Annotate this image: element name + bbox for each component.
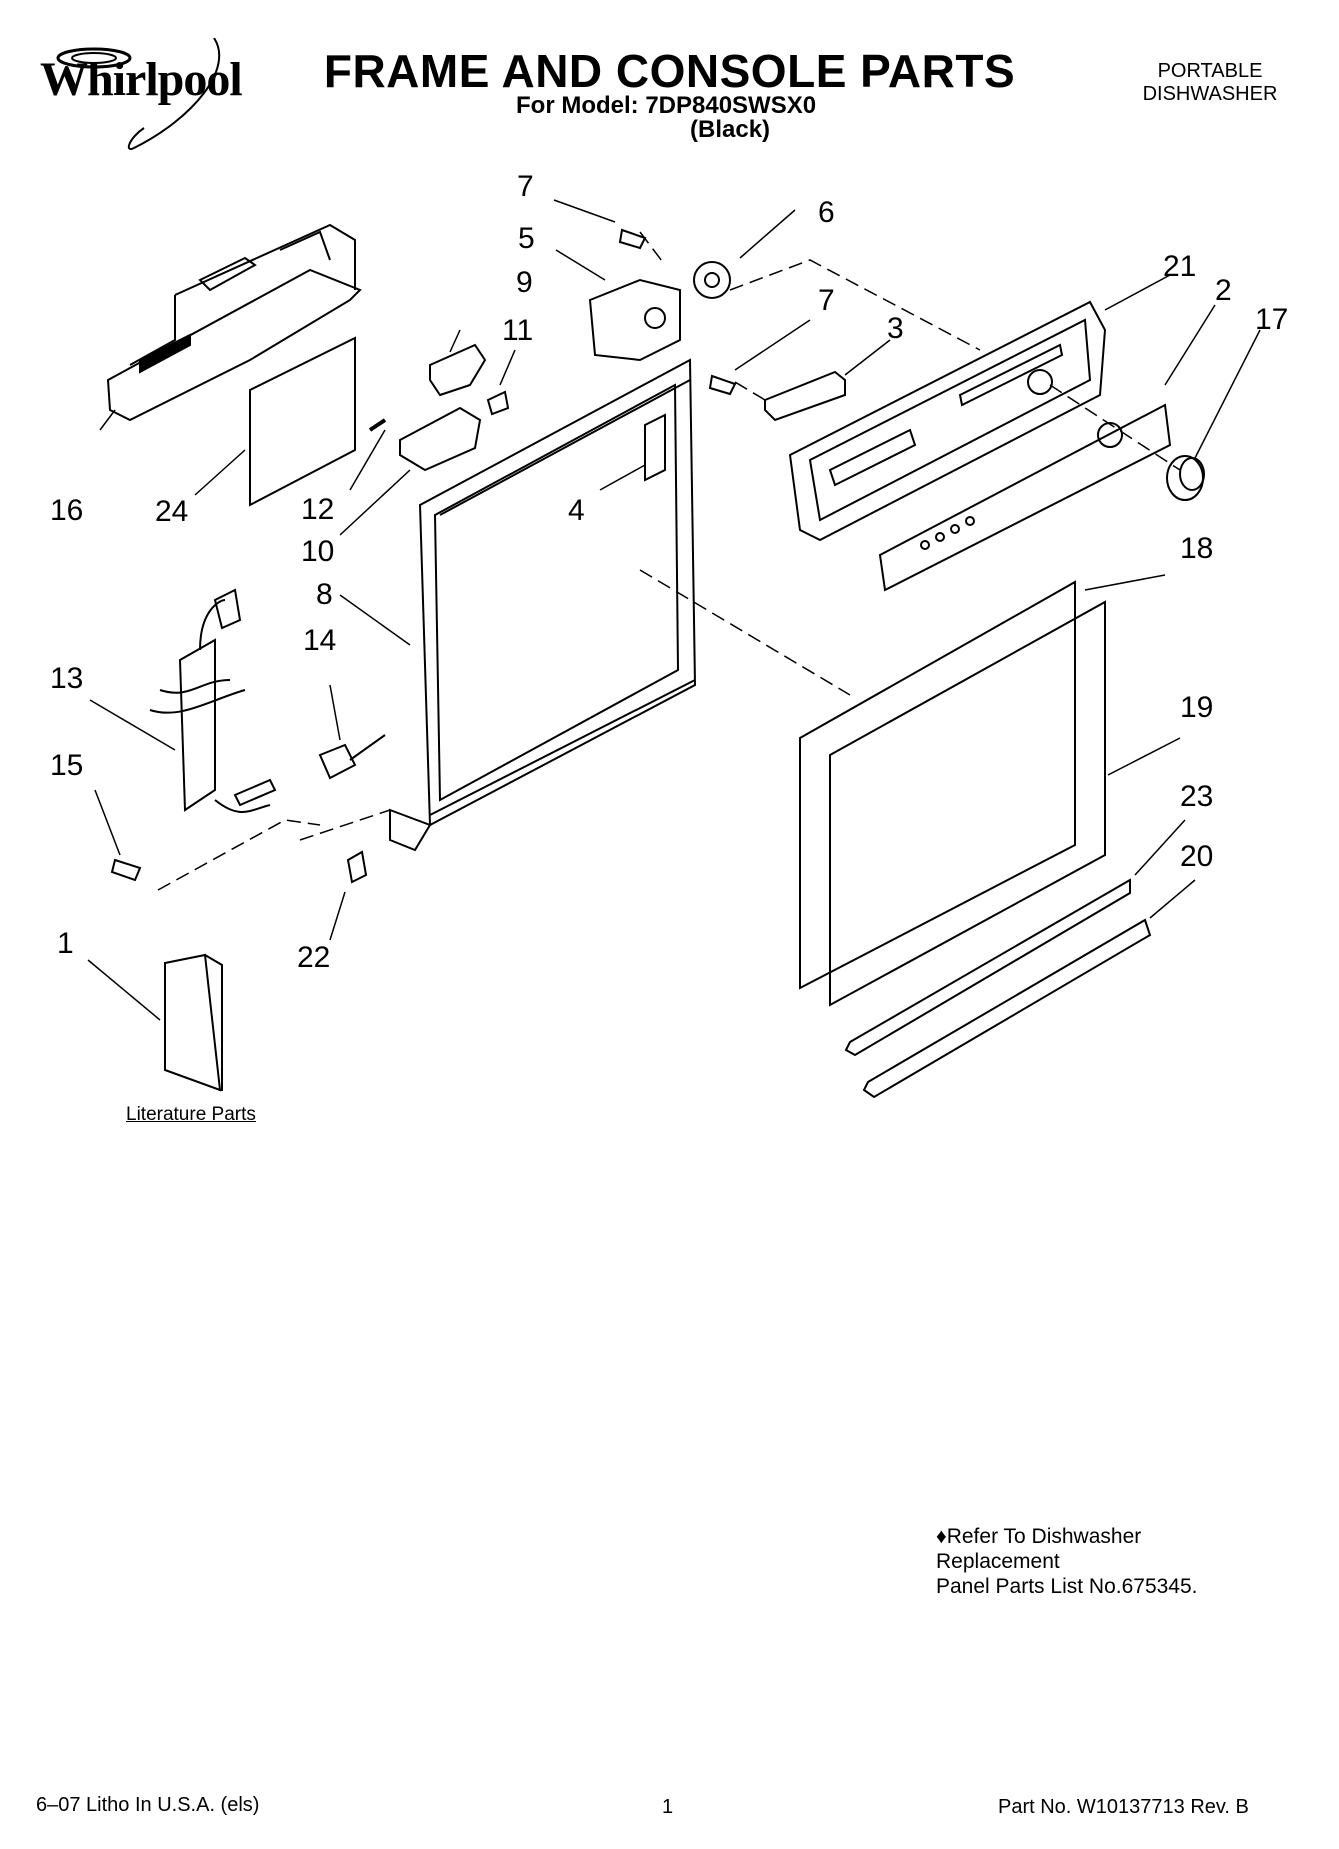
callout-1: 1 bbox=[57, 927, 74, 960]
part-11-connector bbox=[486, 390, 510, 416]
page-number: 1 bbox=[662, 1796, 674, 1818]
callout-9: 9 bbox=[516, 266, 533, 299]
part-21-console bbox=[788, 300, 1107, 542]
part-5-timer-dial bbox=[644, 307, 666, 329]
callout-23: 23 bbox=[1180, 780, 1213, 813]
part-5-timer bbox=[588, 278, 681, 362]
footer-part-number: Part No. W10137713 Rev. B bbox=[998, 1796, 1249, 1818]
callout-12: 12 bbox=[301, 493, 334, 526]
logo-swoosh bbox=[56, 38, 221, 150]
part-13-harness bbox=[149, 588, 277, 813]
callout-3: 3 bbox=[887, 312, 904, 345]
callout-24: 24 bbox=[155, 495, 188, 528]
part-12-pin bbox=[368, 418, 387, 432]
callout-18: 18 bbox=[1180, 532, 1213, 565]
part-22-clip bbox=[346, 850, 368, 884]
part-7-screw-top bbox=[618, 228, 647, 250]
part-19-panel bbox=[829, 600, 1106, 1007]
part-6-cam-hub bbox=[704, 272, 720, 288]
part-16-housing bbox=[106, 223, 362, 422]
part-10-bracket bbox=[399, 406, 482, 472]
callout-2: 2 bbox=[1215, 274, 1232, 307]
part-24-plate bbox=[249, 336, 356, 507]
part-6-cam bbox=[693, 261, 731, 299]
callout-16: 16 bbox=[50, 494, 83, 527]
part-3-latch bbox=[764, 370, 846, 422]
appliance-type-line1: PORTABLE bbox=[1157, 60, 1263, 82]
color-line: (Black) bbox=[690, 116, 771, 143]
callout-15: 15 bbox=[50, 749, 83, 782]
part-7-screw-mid bbox=[708, 374, 737, 396]
whirlpool-logo: Whirlpool bbox=[40, 38, 243, 150]
part-2-overlay bbox=[878, 403, 1172, 592]
callout-7b: 7 bbox=[818, 284, 835, 317]
callout-5: 5 bbox=[518, 222, 535, 255]
part-15-screw bbox=[110, 858, 142, 882]
note-line-1: ♦Refer To Dishwasher bbox=[936, 1525, 1142, 1548]
callout-14: 14 bbox=[303, 624, 336, 657]
part-9-switch bbox=[429, 343, 487, 397]
callout-21: 21 bbox=[1163, 250, 1196, 283]
model-line: For Model: 7DP840SWSX0 bbox=[516, 92, 817, 119]
callout-22: 22 bbox=[297, 941, 330, 974]
callout-8: 8 bbox=[316, 578, 333, 611]
footer-litho: 6–07 Litho In U.S.A. (els) bbox=[36, 1794, 260, 1816]
callout-11: 11 bbox=[502, 314, 533, 347]
appliance-type-line2: DISHWASHER bbox=[1142, 83, 1278, 105]
note-line-3: Panel Parts List No.675345. bbox=[936, 1575, 1198, 1598]
note-line-2: Replacement bbox=[936, 1550, 1060, 1573]
part-8-frame bbox=[389, 358, 697, 852]
part-14-plug bbox=[318, 743, 357, 780]
callout-10: 10 bbox=[301, 535, 334, 568]
replacement-note: ♦Refer To Dishwasher Replacement Panel P… bbox=[936, 1524, 1198, 1599]
part-23-trim bbox=[844, 878, 1131, 1057]
callout-numbers: 1 2 3 4 5 6 7 7 8 9 10 11 12 13 14 15 16… bbox=[50, 170, 1288, 974]
callout-20: 20 bbox=[1180, 840, 1213, 873]
part-20-trim bbox=[862, 918, 1152, 1099]
callout-17: 17 bbox=[1255, 303, 1288, 336]
assembly-lines bbox=[157, 231, 1181, 891]
brand-name: Whirlpool bbox=[40, 53, 243, 106]
part-1-literature-spine bbox=[204, 954, 223, 1091]
leader-lines bbox=[87, 199, 1261, 1021]
callout-7a: 7 bbox=[517, 170, 534, 203]
callout-6: 6 bbox=[818, 196, 835, 229]
part-4-strike bbox=[644, 413, 666, 482]
part-14-probe bbox=[349, 734, 386, 761]
literature-parts-label: Literature Parts bbox=[126, 1104, 256, 1125]
callout-4: 4 bbox=[568, 494, 585, 527]
part-17-knob bbox=[1166, 455, 1205, 501]
page-title: FRAME AND CONSOLE PARTS bbox=[323, 45, 1016, 97]
part-1-literature bbox=[164, 953, 222, 1092]
callout-13: 13 bbox=[50, 662, 83, 695]
callout-19: 19 bbox=[1180, 691, 1213, 724]
part-18-panel bbox=[799, 580, 1076, 990]
